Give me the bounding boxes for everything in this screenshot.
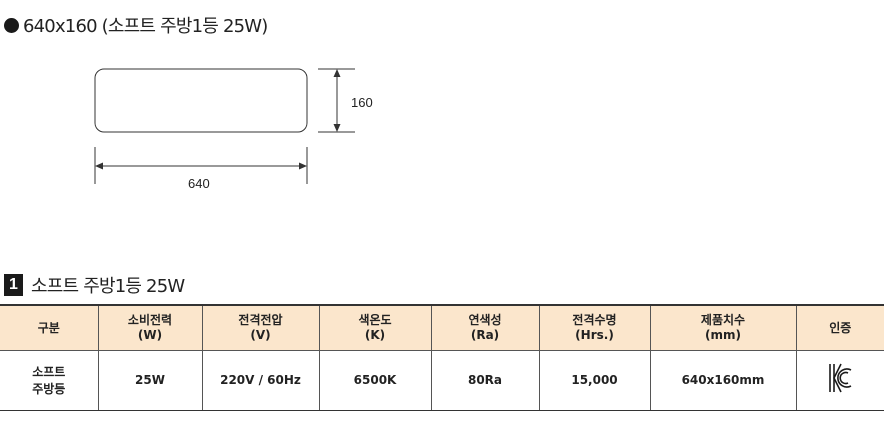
page-header: 640x160 (소프트 주방1등 25W)	[4, 12, 268, 38]
cell-certification	[795, 350, 884, 411]
dimension-diagram: 160 640	[94, 68, 373, 191]
bullet-icon	[4, 17, 19, 33]
header-life: 전격수명(Hrs.)	[538, 304, 651, 351]
header-power: 소비전력(W)	[97, 304, 203, 351]
header-certification: 인증	[795, 304, 884, 351]
header-cri: 연색성(Ra)	[430, 304, 540, 351]
section-title: 소프트 주방1등 25W	[31, 276, 185, 297]
table-header-row: 구분 소비전력(W) 전격전압(V) 색온도(K) 연색성(Ra) 전격수명(H…	[0, 304, 884, 351]
cell-cri: 80Ra	[430, 350, 540, 411]
cell-power: 25W	[97, 350, 203, 411]
cell-color-temp: 6500K	[318, 350, 432, 411]
kc-mark-icon	[829, 363, 852, 393]
section-heading: 1 소프트 주방1등 25W	[4, 272, 185, 298]
product-outline	[94, 68, 308, 133]
header-voltage: 전격전압(V)	[201, 304, 320, 351]
height-arrow-top	[333, 69, 341, 77]
width-arrow-right	[299, 162, 307, 170]
height-arrow-bottom	[333, 124, 341, 132]
header-category: 구분	[0, 304, 99, 351]
cell-life: 15,000	[538, 350, 651, 411]
width-arrow-left	[95, 162, 103, 170]
spec-table: 구분 소비전력(W) 전격전압(V) 색온도(K) 연색성(Ra) 전격수명(H…	[0, 304, 884, 411]
header-size: 제품치수(mm)	[649, 304, 797, 351]
cell-size: 640x160mm	[649, 350, 797, 411]
width-label: 640	[188, 176, 210, 191]
height-label: 160	[351, 95, 373, 110]
cell-voltage: 220V / 60Hz	[201, 350, 320, 411]
section-number: 1	[4, 274, 23, 296]
page-title: 640x160 (소프트 주방1등 25W)	[23, 16, 268, 37]
header-color-temp: 색온도(K)	[318, 304, 432, 351]
